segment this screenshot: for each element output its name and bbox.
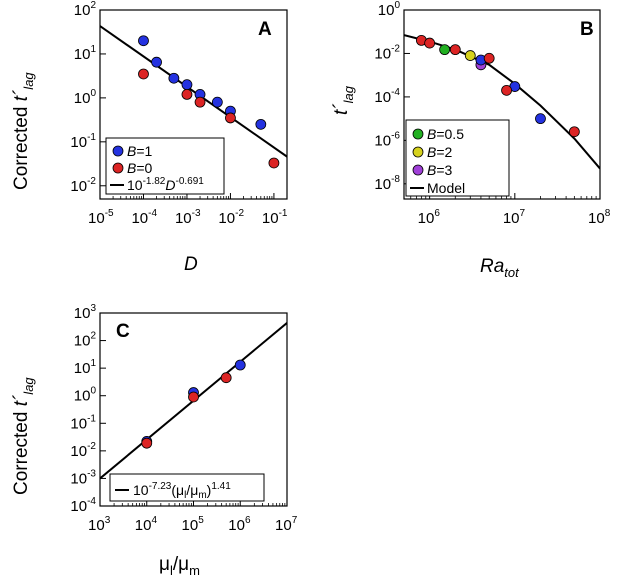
data-point-a — [138, 35, 149, 47]
y-tick-label-b: 10-6 — [374, 130, 400, 149]
y-tick-label-c: 100 — [74, 386, 97, 405]
legend-label-b1: B=1 — [127, 143, 153, 159]
data-point-b — [449, 44, 461, 56]
x-tick-label-a: 10-2 — [218, 208, 244, 227]
legend-marker-b1 — [112, 145, 124, 157]
data-point-c — [188, 391, 199, 403]
x-tick-label-c: 103 — [88, 515, 111, 534]
data-point-a — [211, 96, 223, 108]
data-point-b — [483, 52, 495, 64]
points-layer-c — [141, 359, 246, 449]
legend-label-b3: B=3 — [427, 162, 453, 178]
panel-label-c: C — [116, 321, 130, 342]
data-point-b — [439, 44, 451, 56]
points-layer-b — [415, 34, 580, 138]
plot-frame-a — [99, 9, 288, 200]
y-tick-label-b: 10-8 — [374, 174, 400, 193]
points-layer-a — [138, 35, 280, 169]
x-axis-label-a: D — [184, 254, 198, 275]
x-tick-label-a: 10-4 — [131, 208, 157, 227]
legend-marker-b3 — [412, 164, 424, 176]
x-axis-label-c: μl/μm — [159, 554, 200, 578]
y-tick-label-c: 10-2 — [70, 441, 96, 460]
data-point-b — [535, 113, 546, 125]
y-tick-label-a: 10-2 — [70, 176, 96, 195]
data-point-a — [268, 157, 280, 169]
y-axis-label-a: Corrected t´lag — [11, 72, 36, 190]
y-tick-label-b: 10-4 — [374, 87, 400, 106]
data-point-a — [151, 56, 162, 68]
y-tick-label-c: 10-1 — [70, 413, 96, 432]
legend-box-a — [105, 137, 225, 195]
y-axis-label-b: t´lag — [331, 85, 356, 115]
y-tick-label-c: 101 — [74, 358, 97, 377]
y-tick-label-a: 101 — [74, 44, 97, 63]
x-tick-label-b: 106 — [418, 208, 441, 227]
panel-c: 103 104 105 106 107 10-4 10-3 10-2 10-1 100 101 102… — [11, 303, 298, 578]
data-point-a — [168, 72, 180, 84]
data-point-b — [464, 50, 476, 61]
data-point-a — [181, 89, 193, 100]
y-tick-label-b: 10-2 — [374, 43, 400, 62]
data-point-b — [568, 126, 580, 138]
legend-label-b2: B=2 — [427, 144, 453, 160]
y-tick-label-b: 100 — [378, 0, 401, 19]
legend-b: B=0.5 B=2 B=3 Model — [405, 119, 510, 197]
x-tick-label-c: 107 — [275, 515, 298, 534]
data-point-a — [255, 118, 267, 130]
legend-label-b05: B=0.5 — [427, 126, 464, 142]
x-tick-label-a: 10-5 — [88, 208, 114, 227]
fit-layer-a — [100, 25, 287, 158]
y-tick-label-a: 102 — [74, 0, 97, 19]
x-tick-label-b: 108 — [588, 208, 611, 227]
x-tick-label-c: 106 — [228, 515, 251, 534]
data-point-b — [424, 37, 436, 49]
data-point-a — [138, 68, 149, 80]
x-axis-label-b: Ratot — [480, 256, 520, 280]
legend-marker-b05 — [412, 128, 424, 140]
data-point-a — [181, 79, 193, 91]
data-point-c — [220, 372, 232, 384]
x-tick-label-c: 105 — [182, 515, 205, 534]
panel-label-b: B — [580, 19, 594, 40]
y-tick-label-c: 103 — [74, 303, 97, 322]
x-tick-label-a: 10-1 — [262, 208, 288, 227]
data-point-a — [225, 112, 236, 124]
legend-box-c — [109, 473, 265, 502]
x-tick-label-c: 104 — [135, 515, 158, 534]
y-axis-label-c: Corrected t´lag — [11, 377, 36, 495]
y-tick-label-c: 102 — [74, 331, 97, 350]
y-tick-label-c: 10-3 — [70, 468, 96, 487]
panel-label-a: A — [258, 19, 272, 40]
legend-c: 10-7.23(μl/μm)1.41 — [109, 473, 265, 502]
legend-marker-b0 — [112, 162, 124, 174]
x-tick-label-a: 10-3 — [175, 208, 201, 227]
data-point-c — [141, 437, 153, 449]
data-point-c — [234, 359, 246, 371]
ticks-b: 106 107 108 10-8 10-6 10-4 10-2 100 — [374, 0, 610, 227]
legend-label-model: Model — [427, 180, 465, 196]
y-tick-label-a: 100 — [74, 88, 97, 107]
fit-line-a — [100, 25, 287, 158]
x-tick-label-b: 107 — [503, 208, 526, 227]
data-point-a — [194, 96, 206, 108]
ticks-a: 10-5 10-4 10-3 10-2 10-1 10-2 10-1 100 101 102 — [70, 0, 288, 227]
y-tick-label-c: 10-4 — [70, 496, 96, 515]
legend-marker-b2 — [412, 146, 424, 158]
y-tick-label-a: 10-1 — [70, 132, 96, 151]
legend-label-b0: B=0 — [127, 160, 153, 176]
panel-b: 106 107 108 10-8 10-6 10-4 10-2 100 B t´lag Rat… — [331, 0, 611, 280]
legend-a: B=1 B=0 10-1.82D-0.691 — [105, 137, 225, 195]
data-point-b — [501, 84, 512, 96]
